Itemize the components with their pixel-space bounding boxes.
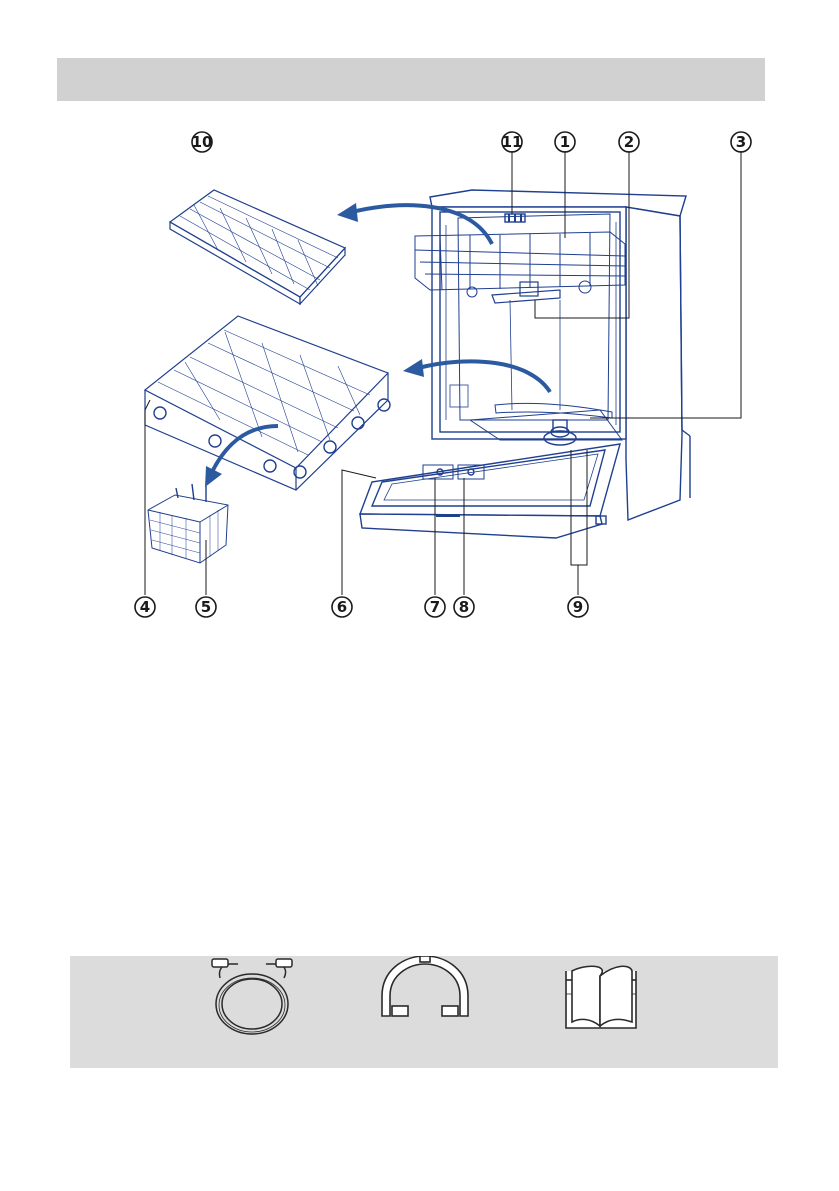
manual-book-icon [566, 966, 636, 1028]
svg-text:3: 3 [736, 133, 746, 151]
callout-8: 8 [454, 597, 474, 617]
dishwasher-body [360, 190, 690, 538]
water-hose-icon [212, 959, 292, 1034]
callout-7: 7 [425, 597, 445, 617]
svg-text:8: 8 [459, 598, 469, 616]
hose-clip-icon [382, 956, 468, 1016]
svg-text:2: 2 [624, 133, 634, 151]
lower-basket [145, 316, 390, 490]
callout-10: 10 [192, 132, 213, 152]
svg-text:6: 6 [337, 598, 347, 616]
svg-text:5: 5 [201, 598, 211, 616]
svg-text:7: 7 [430, 598, 440, 616]
svg-text:10: 10 [192, 133, 213, 151]
cutlery-tray [170, 190, 345, 304]
dishwasher-parts-diagram: 10 11 1 2 3 4 5 6 [0, 0, 839, 640]
svg-text:1: 1 [560, 133, 570, 151]
callout-1: 1 [555, 132, 575, 152]
svg-text:11: 11 [502, 133, 523, 151]
svg-text:9: 9 [573, 598, 583, 616]
callout-4: 4 [135, 597, 155, 617]
callout-3: 3 [731, 132, 751, 152]
callout-11: 11 [502, 132, 523, 152]
callout-6: 6 [332, 597, 352, 617]
accessories-bar [70, 956, 778, 1068]
callout-5: 5 [196, 597, 216, 617]
callout-2: 2 [619, 132, 639, 152]
cutlery-basket [148, 484, 228, 563]
callout-9: 9 [568, 597, 588, 617]
svg-text:4: 4 [140, 598, 150, 616]
accessories-icons [70, 956, 778, 1068]
